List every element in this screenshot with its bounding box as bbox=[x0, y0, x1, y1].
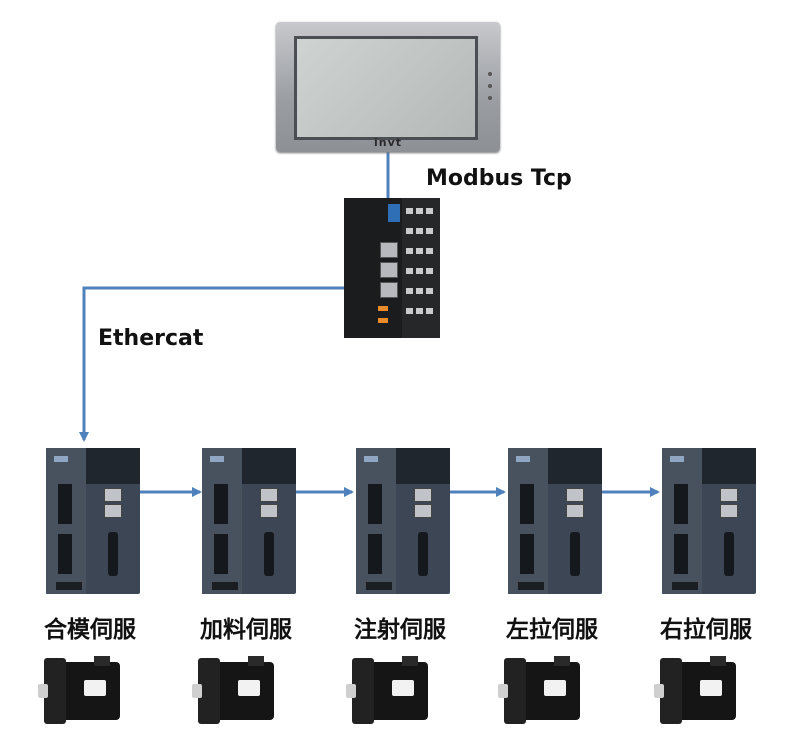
servo-motor bbox=[38, 656, 122, 726]
drive-label-clamp: 合模伺服 bbox=[44, 617, 136, 643]
servo-drive bbox=[662, 448, 756, 594]
servo-motor bbox=[346, 656, 430, 726]
servo-drive bbox=[46, 448, 140, 594]
hmi-indicator bbox=[488, 84, 492, 88]
plc-ethernet-port bbox=[380, 262, 398, 278]
plc-status-strip bbox=[388, 204, 400, 222]
hmi-screen bbox=[294, 36, 478, 140]
hmi-indicator bbox=[488, 96, 492, 100]
plc-ethernet-port bbox=[380, 282, 398, 298]
modbus-label: Modbus Tcp bbox=[426, 166, 572, 191]
plc-orange-terminal bbox=[378, 306, 388, 311]
drive-label-left-pull: 左拉伺服 bbox=[506, 617, 598, 643]
plc-cpu-module bbox=[344, 198, 402, 338]
drive-label-injection: 注射伺服 bbox=[354, 617, 446, 643]
servo-motor bbox=[498, 656, 582, 726]
hmi-brand-logo: invt bbox=[373, 136, 403, 149]
servo-drive bbox=[202, 448, 296, 594]
drive-label-feed: 加料伺服 bbox=[200, 617, 292, 643]
servo-motor bbox=[654, 656, 738, 726]
hmi-panel: invt bbox=[276, 22, 500, 152]
plc-ethernet-port bbox=[380, 242, 398, 258]
ethercat-link-line bbox=[79, 286, 395, 442]
servo-motor bbox=[192, 656, 276, 726]
plc-controller bbox=[344, 198, 440, 338]
hmi-indicator bbox=[488, 72, 492, 76]
ethercat-label: Ethercat bbox=[98, 326, 204, 351]
plc-orange-terminal bbox=[378, 318, 388, 323]
servo-drive bbox=[356, 448, 450, 594]
plc-io-module bbox=[402, 198, 440, 338]
drive-label-right-pull: 右拉伺服 bbox=[660, 617, 752, 643]
servo-drive bbox=[508, 448, 602, 594]
